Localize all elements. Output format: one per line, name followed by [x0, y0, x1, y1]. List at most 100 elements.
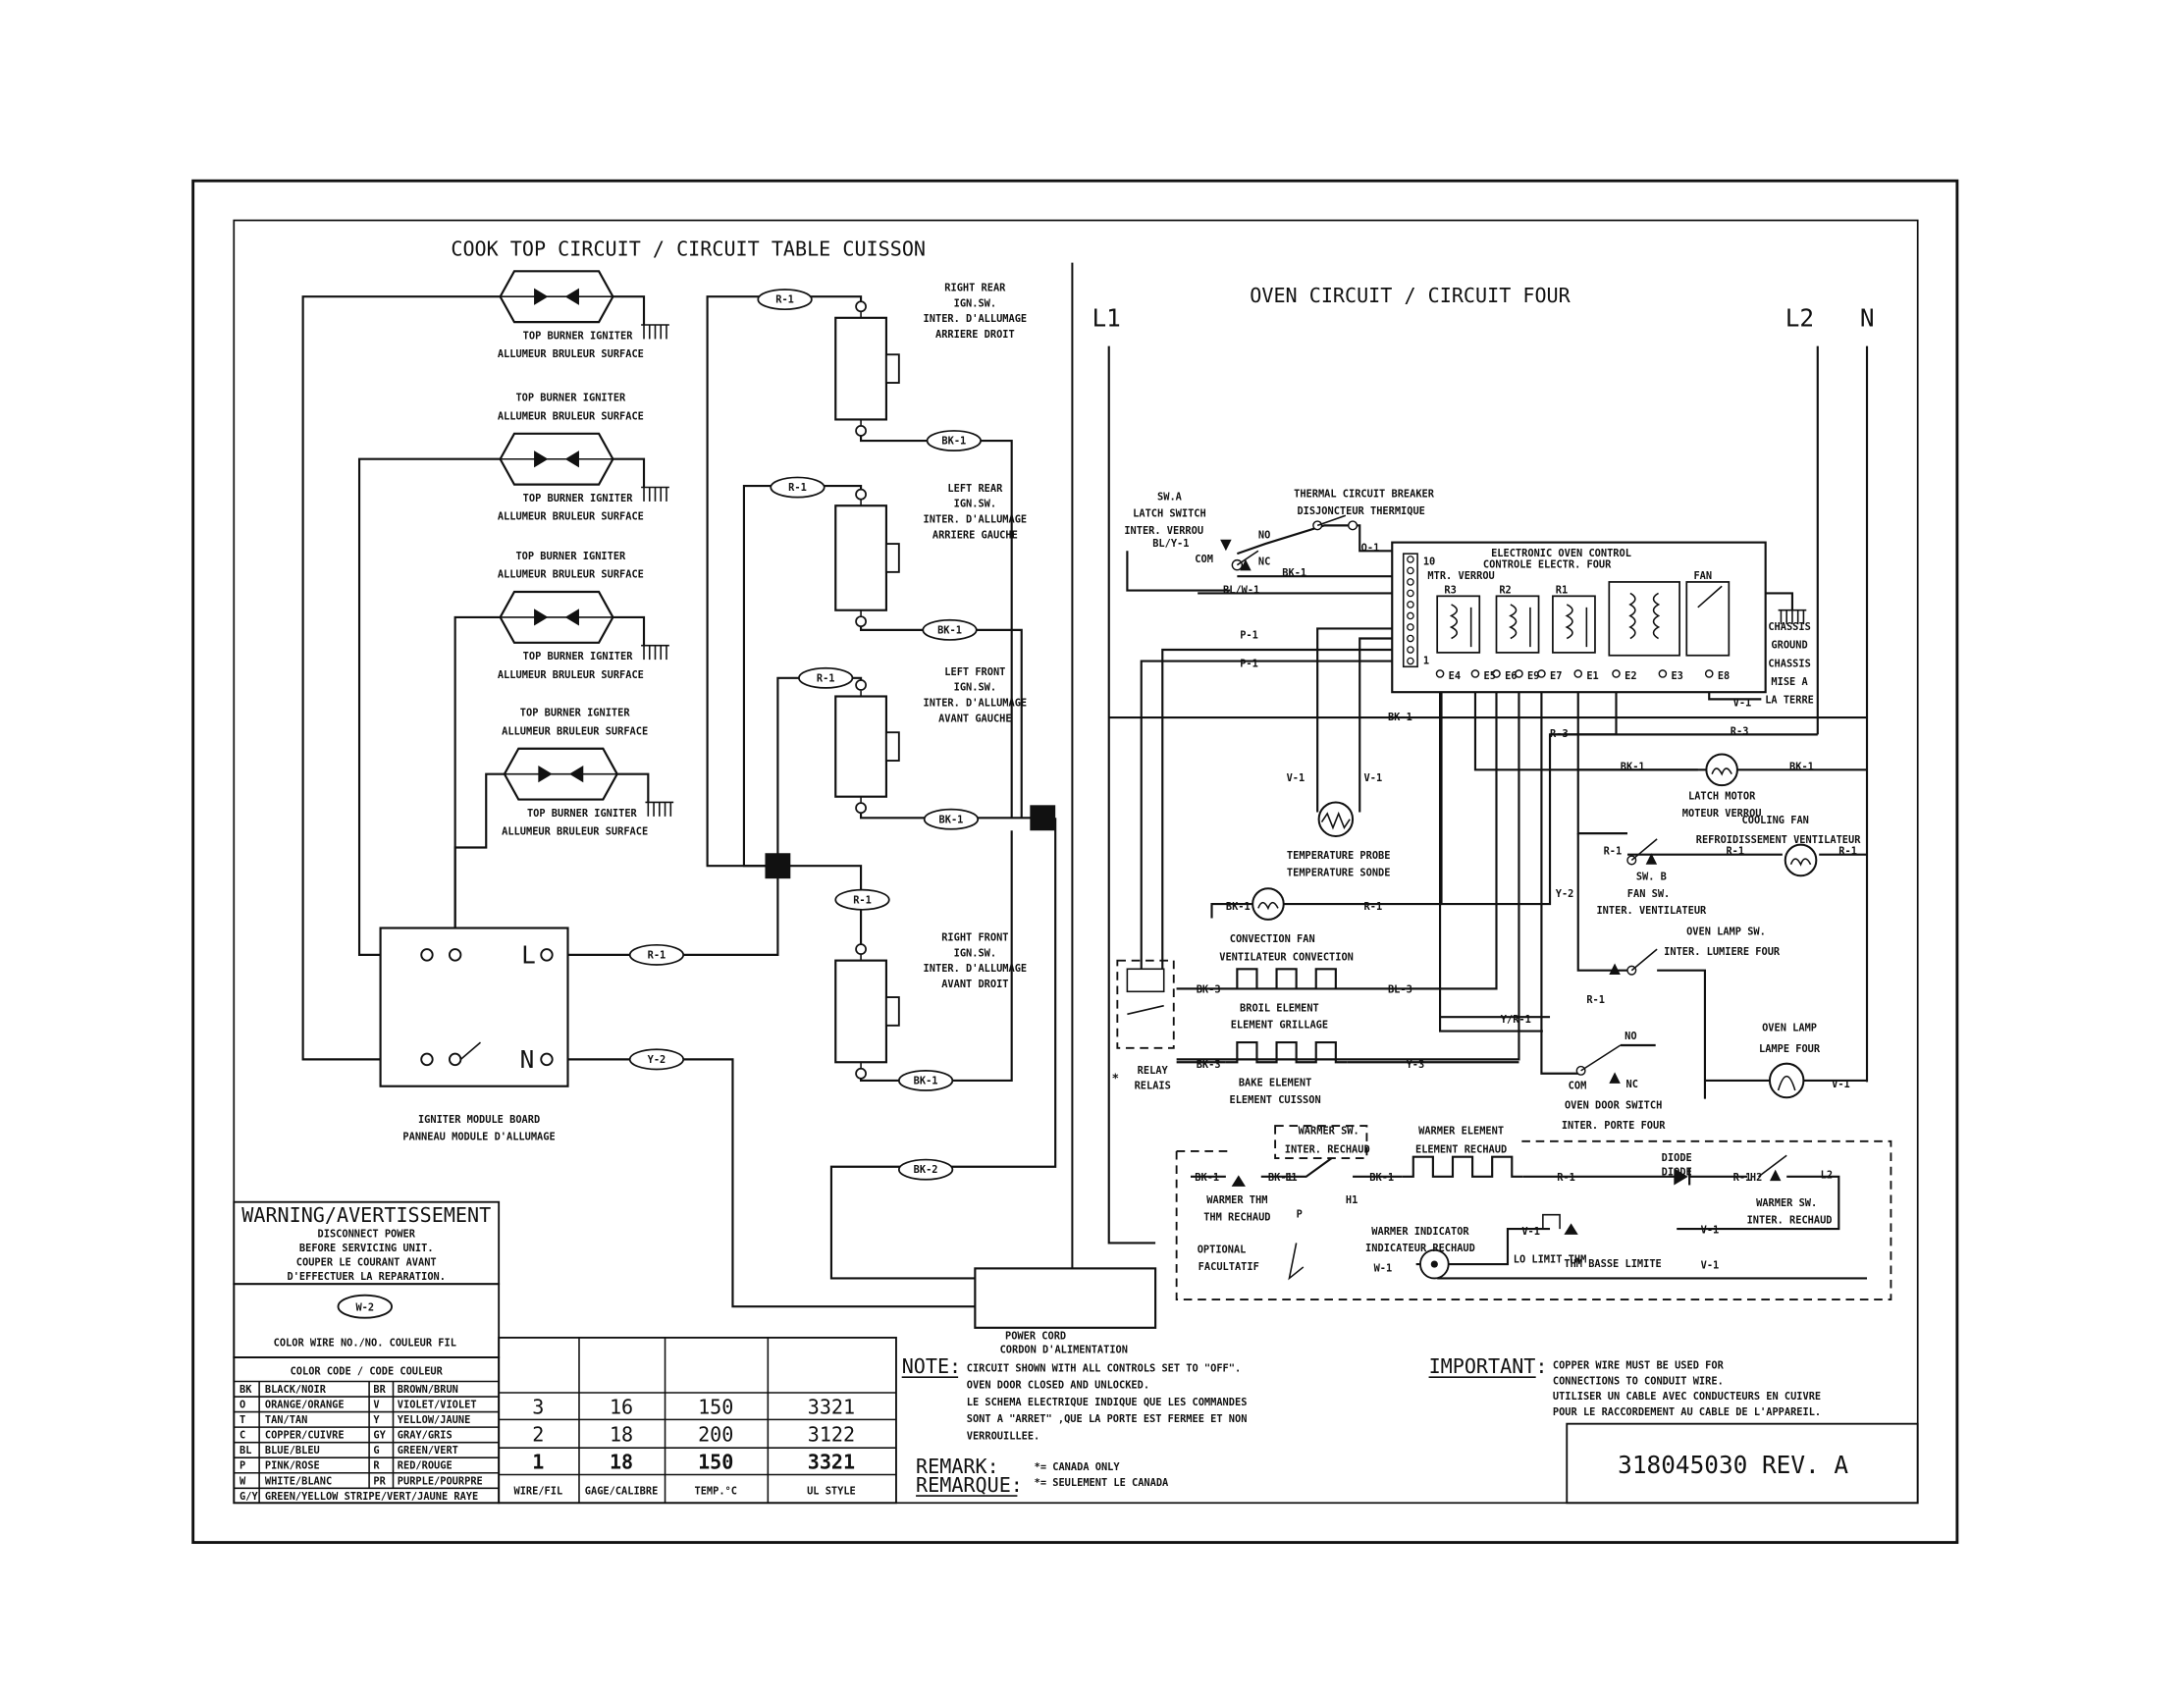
relay-label: RELAIS: [1135, 1081, 1171, 1092]
remark-label: REMARK:: [916, 1455, 999, 1478]
warmer-thm-label: THM RECHAUD: [1203, 1211, 1270, 1223]
igniter-electrode: [534, 288, 549, 305]
warning-line: BEFORE SERVICING UNIT.: [299, 1243, 434, 1254]
lo-limit-label: THM BASSE LIMITE: [1564, 1258, 1661, 1270]
warmer-sw-label: WARMER SW.: [1299, 1126, 1359, 1138]
wire-label: BK-1: [1226, 901, 1251, 913]
color-code-name: WHITE/BLANC: [265, 1475, 332, 1487]
note-line: LE SCHEMA ELECTRIQUE INDIQUE QUE LES COM…: [967, 1397, 1248, 1408]
switch-body: [834, 316, 887, 421]
igniter-label: ALLUMEUR BRULEUR SURFACE: [502, 826, 648, 838]
switch-label: RIGHT FRONT: [941, 931, 1008, 943]
igniter-label: ALLUMEUR BRULEUR SURFACE: [498, 410, 644, 422]
switch-top-terminal: [855, 300, 867, 313]
ground-symbol: [641, 486, 669, 502]
burner-igniter-3: [499, 590, 614, 644]
fan-relay-contact: [1697, 585, 1723, 609]
optional-bracket: [1288, 1243, 1305, 1281]
e4-wire: [1438, 677, 1543, 1033]
optional-label: OPTIONAL: [1198, 1245, 1247, 1256]
wire-table-cell: 3122: [808, 1423, 855, 1447]
switch-label: ARRIERE DROIT: [935, 329, 1015, 341]
probe-resistor: [1320, 811, 1351, 830]
eoc-terminal: [1612, 669, 1621, 678]
wire-label: R-1: [1838, 846, 1857, 858]
switch-label: INTER. D'ALLUMAGE: [924, 513, 1028, 525]
igniter-electrode: [534, 450, 549, 468]
switch-label: IGN.SW.: [954, 682, 996, 694]
tag-bk1: BK-1: [941, 436, 966, 448]
wire-label: R-3: [1550, 728, 1569, 740]
color-code-title: COLOR CODE / CODE COULEUR: [291, 1365, 444, 1377]
color-code-abbr: W: [240, 1475, 246, 1487]
color-code-abbr: O: [240, 1400, 245, 1411]
igniter-2-feed: [357, 457, 501, 956]
relay-coil: [1126, 968, 1165, 993]
convection-fan: [1252, 887, 1285, 921]
indicator-label: INDICATEUR RECHAUD: [1365, 1243, 1475, 1254]
wire-label: Y-2: [1556, 888, 1574, 900]
power-cord-label: CORDON D'ALIMENTATION: [1000, 1345, 1128, 1356]
door-sw-label: INTER. PORTE FOUR: [1562, 1120, 1666, 1132]
color-code-abbr: BK: [240, 1384, 252, 1396]
igniter-ground-lead: [613, 295, 646, 326]
warmer-thm-to-sw: [1260, 1157, 1333, 1178]
igniter-module-board: [379, 927, 569, 1087]
oven-lamp-label: LAMPE FOUR: [1759, 1043, 1821, 1055]
module-l-wire: [552, 866, 779, 956]
eoc-relay: [1495, 595, 1540, 654]
tag-r1: R-1: [853, 894, 872, 906]
wire-table-cell: 2: [532, 1423, 544, 1447]
switch-bottom-terminal: [855, 802, 867, 815]
bake-label: ELEMENT CUISSON: [1230, 1094, 1321, 1106]
module-terminal-l: L: [521, 940, 536, 969]
chassis-label: CHASSIS: [1768, 621, 1810, 633]
wire-table-cell: 3321: [808, 1396, 855, 1419]
eoc-pin: [1407, 611, 1414, 620]
switch-body: [834, 695, 887, 798]
wire-label: R-3: [1731, 725, 1749, 737]
eoc-terminal: [1573, 669, 1583, 678]
wire-label: BL/W-1: [1223, 584, 1259, 596]
eoc-pin: [1407, 578, 1414, 586]
color-code-name: GREEN/YELLOW STRIPE/VERT/JAUNE RAYE: [265, 1491, 478, 1503]
door-sw-no: NO: [1625, 1031, 1636, 1042]
color-code-name: ORANGE/ORANGE: [265, 1400, 345, 1411]
wire-tags: R-1BK-1R-1BK-1R-1BK-1R-1R-1Y-2BK-1BK-2: [628, 289, 982, 1181]
transformer-coil: [1628, 592, 1636, 640]
wire-label: P-1: [1240, 658, 1258, 669]
rf-switch-feed: [777, 865, 863, 950]
wire-label: BK-3: [1197, 1059, 1221, 1071]
color-code-name: YELLOW/JAUNE: [398, 1414, 471, 1426]
chassis-lead: [1765, 592, 1794, 610]
switch-top-terminal: [855, 943, 867, 956]
wire-label: BK-3: [1197, 984, 1221, 996]
lo-limit-thm: [1542, 1213, 1561, 1230]
warmer-sw2-label: WARMER SW.: [1756, 1197, 1817, 1209]
switch-bottom-terminal: [855, 425, 867, 437]
switch-knob: [884, 996, 900, 1027]
important-label: IMPORTANT:: [1429, 1354, 1548, 1378]
eoc-terminal-label: E6: [1505, 670, 1517, 682]
eoc-pin: [1407, 589, 1414, 598]
diode-arrow: [1674, 1168, 1688, 1186]
eoc-relay: [1436, 595, 1481, 654]
broil-element: [1225, 968, 1348, 990]
wire-label: V-1: [1364, 772, 1383, 784]
wire-label: BK-1: [1789, 761, 1814, 772]
switch-label: INTER. D'ALLUMAGE: [924, 698, 1028, 710]
ground-symbol: [645, 801, 674, 817]
eoc-terminal-label: E4: [1449, 670, 1461, 682]
warning-line: COUPER LE COURANT AVANT: [296, 1256, 437, 1268]
important-line: UTILISER UN CABLE AVEC CONDUCTEURS EN CU…: [1553, 1391, 1821, 1403]
igniter-ground-lead: [613, 615, 646, 646]
wire-label: BK-1: [1195, 1172, 1219, 1184]
wire-label: BK-1: [1621, 761, 1645, 772]
part-number-box: [1566, 1422, 1919, 1505]
igniter-electrode: [538, 766, 553, 783]
module-terminal: [420, 1052, 434, 1067]
eoc-terminal-label: E3: [1671, 670, 1682, 682]
tag-r1-oval: [770, 476, 826, 499]
pin-l2: L2: [1821, 1169, 1833, 1181]
